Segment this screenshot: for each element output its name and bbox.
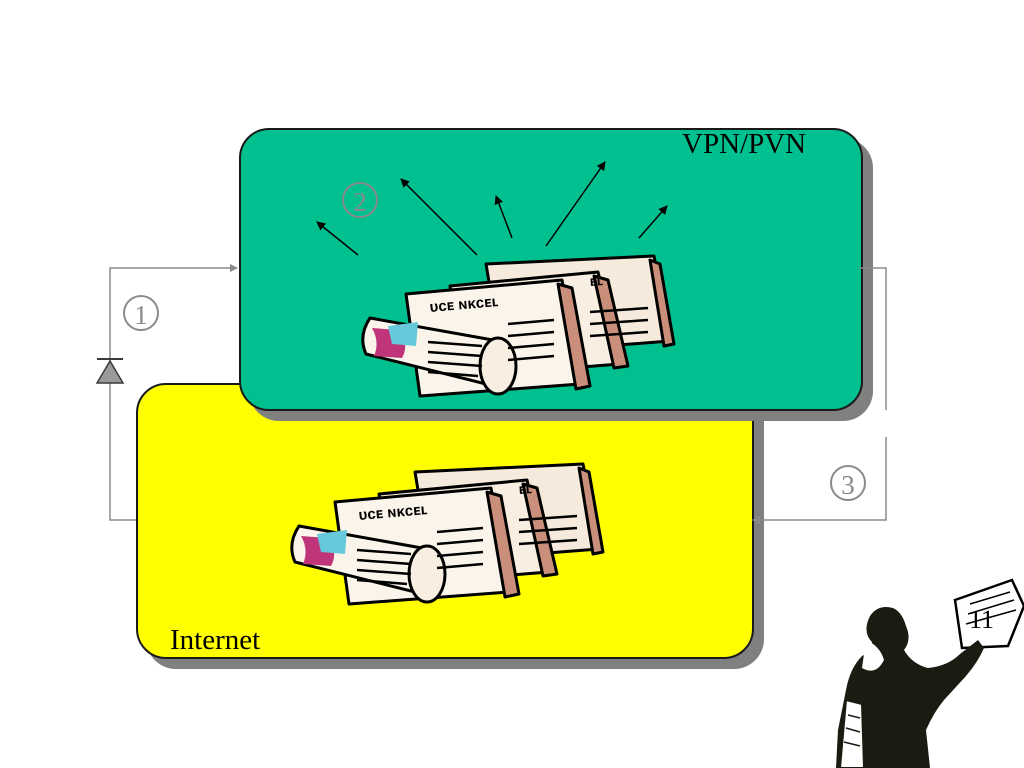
connector-3	[752, 267, 887, 524]
svg-text:ᴇʟ: ᴇʟ	[518, 480, 532, 497]
svg-text:ᴇʟ: ᴇʟ	[589, 272, 603, 289]
newspaper-stack-icon: ᴜᴄᴇ ɴᴋᴄᴇʟ ᴇʟ	[290, 462, 605, 606]
page-number: 11	[969, 605, 995, 634]
newspaper-stack-icon: ᴜᴄᴇ ɴᴋᴄᴇʟ ᴇʟ	[361, 254, 676, 398]
internet-box-label: Internet	[170, 624, 261, 656]
newsboy-icon	[836, 578, 1024, 768]
diode-icon	[95, 358, 125, 384]
svg-text:ᴜᴄᴇ ɴᴋᴄᴇʟ: ᴜᴄᴇ ɴᴋᴄᴇʟ	[429, 293, 499, 316]
svg-text:ᴜᴄᴇ ɴᴋᴄᴇʟ: ᴜᴄᴇ ɴᴋᴄᴇʟ	[358, 501, 428, 524]
step-2-badge: 2	[342, 182, 378, 218]
connector-1	[109, 264, 238, 521]
step-3-badge: 3	[830, 465, 866, 501]
vpn-box-label: VPN/PVN	[682, 128, 807, 160]
broadcast-arrow-icon	[316, 161, 668, 256]
step-1-badge: 1	[123, 295, 159, 331]
